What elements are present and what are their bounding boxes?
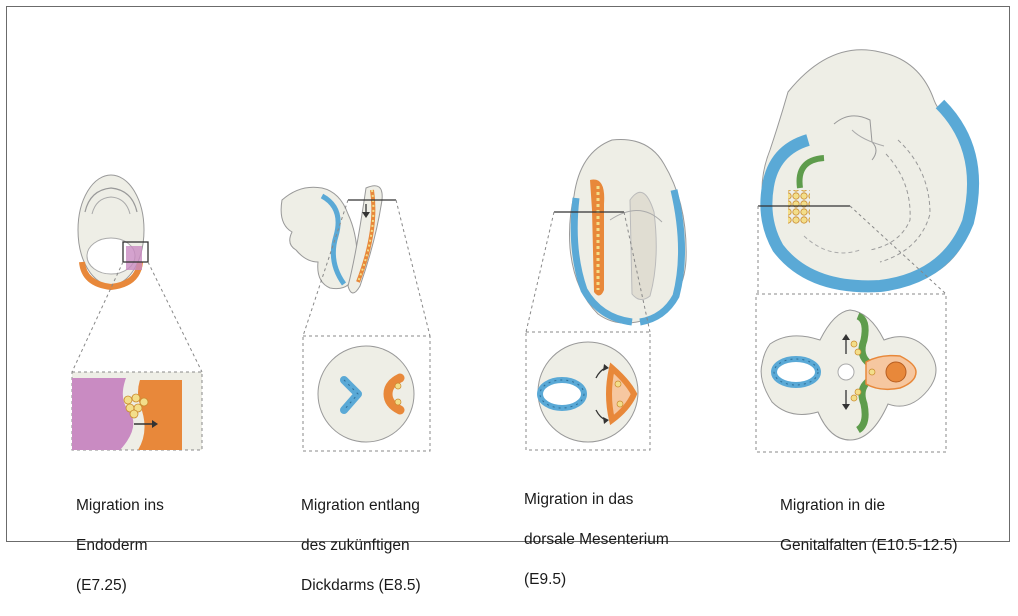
caption-e95: Migration in das dorsale Mesenterium (E9… bbox=[524, 470, 669, 610]
caption-e95-line1: Migration in das bbox=[524, 490, 669, 510]
caption-e725: Migration ins Endoderm (E7.25) bbox=[76, 476, 164, 616]
caption-e95-line3: (E9.5) bbox=[524, 570, 669, 590]
inset-e725 bbox=[72, 372, 202, 450]
caption-e725-line1: Migration ins bbox=[76, 496, 164, 516]
embryo-e725 bbox=[78, 175, 148, 287]
caption-e725-line3: (E7.25) bbox=[76, 576, 164, 596]
caption-e85: Migration entlang des zukünftigen Dickda… bbox=[301, 476, 421, 616]
embryo-e1055 bbox=[758, 50, 975, 287]
inset-e95 bbox=[526, 332, 650, 450]
embryo-e95 bbox=[554, 140, 686, 324]
inset-e85 bbox=[303, 336, 430, 451]
caption-e725-line2: Endoderm bbox=[76, 536, 164, 556]
caption-e1055-line1: Migration in die bbox=[780, 496, 958, 516]
caption-e85-line2: des zukünftigen bbox=[301, 536, 421, 556]
caption-e95-line2: dorsale Mesenterium bbox=[524, 530, 669, 550]
caption-e85-line1: Migration entlang bbox=[301, 496, 421, 516]
caption-e1055: Migration in die Genitalfalten (E10.5-12… bbox=[780, 476, 958, 576]
germ-cell-migration-diagram bbox=[0, 0, 1018, 549]
caption-e85-line3: Dickdarms (E8.5) bbox=[301, 576, 421, 596]
embryo-e85 bbox=[281, 186, 396, 293]
inset-e1055 bbox=[756, 294, 946, 452]
caption-e1055-line2: Genitalfalten (E10.5-12.5) bbox=[780, 536, 958, 556]
